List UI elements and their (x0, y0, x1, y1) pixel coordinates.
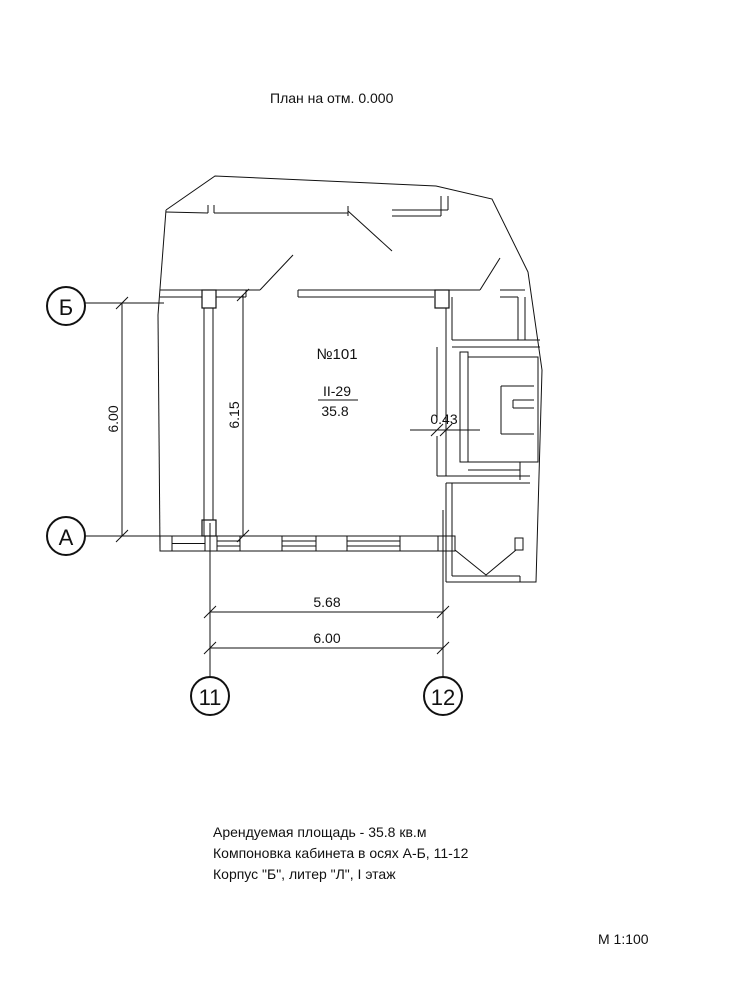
axis-label-B: Б (59, 295, 73, 320)
dim-label-axis-horizontal: 6.00 (313, 630, 340, 646)
axis-label-A: А (59, 525, 74, 550)
left-wall (203, 308, 214, 536)
note-layout-axes: Компоновка кабинета в осях А-Б, 11-12 (213, 845, 469, 861)
axis-bubble-12: 12 (423, 676, 463, 716)
dimension-wall-thickness: 0.43 (410, 411, 480, 437)
dim-label-inner-vertical: 6.15 (226, 401, 242, 428)
axis-label-12: 12 (431, 685, 455, 710)
axis-bubble-B: Б (46, 286, 86, 326)
note-building-floor: Корпус "Б", литер "Л", I этаж (213, 866, 396, 882)
column-12-B (434, 289, 450, 309)
dim-label-wall-thickness: 0.43 (430, 411, 457, 427)
column-11-B (201, 289, 217, 309)
bottom-facade (159, 535, 456, 552)
plan-title: План на отм. 0.000 (270, 90, 394, 106)
dimension-inner-vertical: 6.15 (226, 288, 250, 543)
room-label: №101 II-29 35.8 (316, 346, 358, 419)
room-number: №101 (316, 346, 357, 363)
dim-label-axis-vertical: 6.00 (105, 405, 121, 432)
axis-lines (84, 302, 444, 677)
dimension-axis-horizontal: 6.00 (203, 630, 450, 655)
axis-label-11: 11 (199, 685, 222, 710)
room-code: II-29 (323, 383, 351, 399)
partitions (160, 254, 540, 583)
plan-notes: Арендуемая площадь - 35.8 кв.м Компоновк… (213, 822, 468, 885)
scale-label: М 1:100 (598, 931, 649, 947)
room-area: 35.8 (321, 403, 348, 419)
dimension-axis-vertical: 6.00 (105, 296, 129, 543)
dim-label-inner-horizontal: 5.68 (313, 594, 340, 610)
axis-bubble-A: А (46, 516, 86, 556)
columns (201, 289, 450, 537)
axis-bubble-11: 11 (190, 676, 230, 716)
note-rental-area: Арендуемая площадь - 35.8 кв.м (213, 824, 427, 840)
building-outline (157, 175, 543, 583)
dimension-inner-horizontal: 5.68 (203, 594, 450, 619)
